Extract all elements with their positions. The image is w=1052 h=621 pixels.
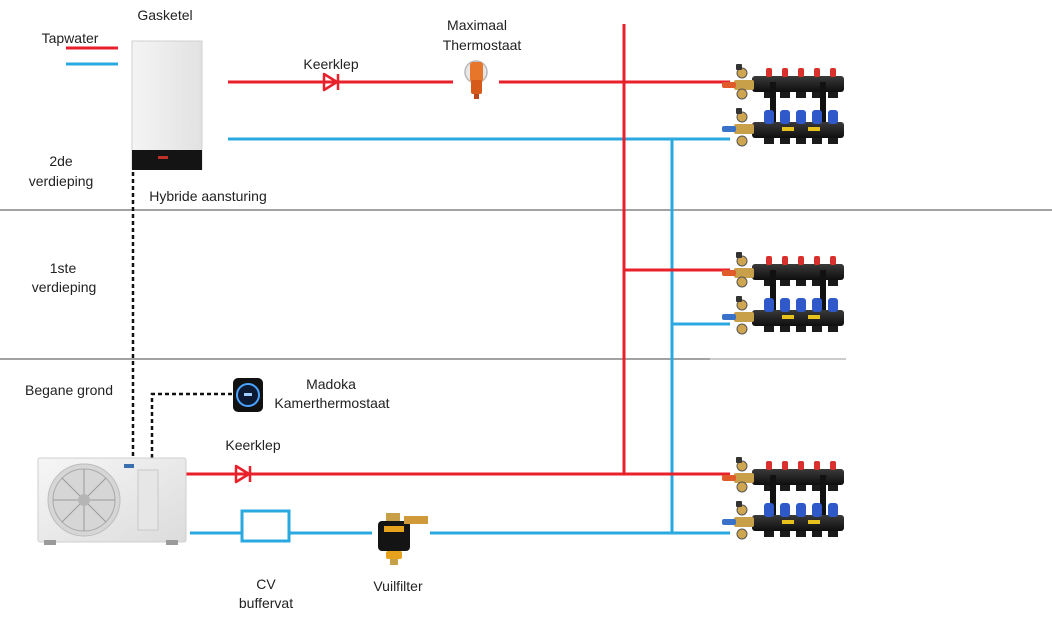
manifold-icon: [721, 63, 845, 147]
keerklep-top-label: Keerklep: [303, 56, 358, 72]
gasketel-label: Gasketel: [137, 7, 192, 23]
madoka-label-line2: Kamerthermostaat: [274, 395, 389, 411]
keerklep-bottom-label: Keerklep: [225, 437, 280, 453]
labels: Gasketel Tapwater Keerklep Maximaal Ther…: [25, 7, 521, 611]
boiler-icon: [131, 40, 203, 170]
manifold-icon: [721, 456, 845, 540]
madoka-label-line1: Madoka: [306, 376, 356, 392]
return-pipes: [66, 62, 730, 535]
tapwater-label: Tapwater: [42, 30, 99, 46]
thermostaat-label: Thermostaat: [443, 37, 522, 53]
supply-pipes: [66, 24, 730, 476]
ground-floor-label: Begane grond: [25, 382, 113, 398]
cv-label-line1: CV: [256, 576, 276, 592]
buffer-tank-icon: [240, 509, 291, 543]
floor-dividers: [0, 209, 1052, 360]
floor1-label-line2: verdieping: [32, 279, 97, 295]
dirt-filter-icon: [378, 513, 428, 565]
room-thermostat-icon: [233, 378, 263, 412]
hybride-label: Hybride aansturing: [149, 188, 267, 204]
cv-label-line2: buffervat: [239, 595, 293, 611]
vuilfilter-label: Vuilfilter: [373, 578, 423, 594]
max-thermostat-icon: [464, 60, 488, 99]
control-lines: [131, 172, 232, 458]
room-thermostat-line: [150, 392, 232, 458]
floor2-label-line2: verdieping: [29, 173, 94, 189]
maximaal-label: Maximaal: [447, 17, 507, 33]
manifold-icon: [721, 251, 845, 335]
floor2-label-line1: 2de: [49, 153, 73, 169]
floor1-label-line1: 1ste: [50, 260, 77, 276]
heat-pump-icon: [37, 457, 187, 545]
